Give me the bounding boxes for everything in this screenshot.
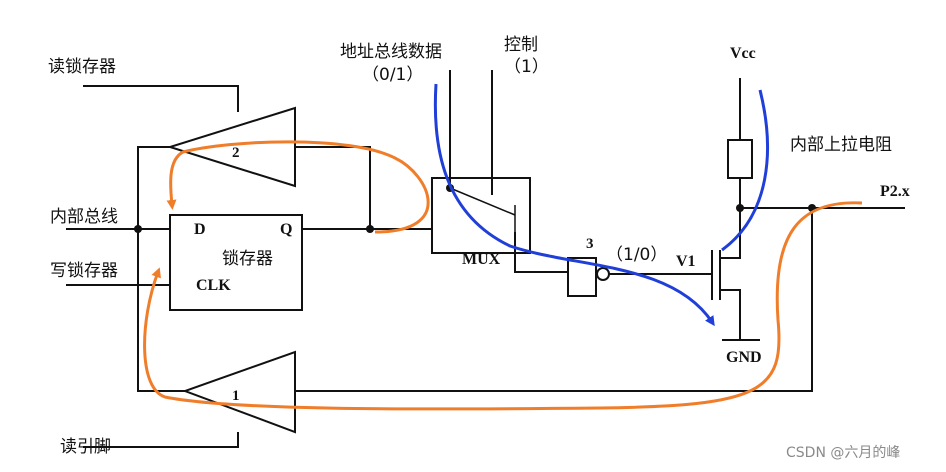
addr-data-bus-label: 地址总线数据: [340, 42, 442, 62]
buffer-1-triangle: [182, 350, 296, 434]
pin-label: P2.x: [880, 183, 910, 200]
latch-box: [169, 214, 303, 311]
mux-box: [431, 177, 531, 254]
gate-3-label: 3: [586, 236, 594, 252]
watermark: CSDN @六月的峰: [786, 445, 900, 461]
write-path-arrow: [433, 83, 715, 327]
labels: 读锁存器 内部总线 写锁存器 读引脚 D Q 锁存器 CLK 2 1 地址总线数…: [48, 35, 910, 461]
circuit-wires: [66, 70, 905, 448]
latch-d-label: D: [194, 221, 206, 238]
latch-clk-label: CLK: [196, 277, 231, 294]
read-latch-path: [166, 140, 430, 234]
control-label: 控制: [504, 35, 538, 55]
addr-data-value: （0/1）: [362, 65, 423, 85]
mux-label: MUX: [462, 251, 501, 268]
internal-bus-label: 内部总线: [50, 207, 118, 227]
buffer-1-label: 1: [232, 388, 240, 404]
pullup-resistor: [727, 139, 753, 179]
read-pin-label: 读引脚: [60, 437, 111, 457]
pullup-label: 内部上拉电阻: [790, 135, 892, 155]
gnd-label: GND: [726, 349, 762, 366]
latch-q-label: Q: [280, 221, 292, 238]
gate-3-value: （1/0）: [606, 245, 667, 265]
latch-label: 锁存器: [222, 249, 273, 269]
control-value: （1）: [504, 57, 549, 77]
v1-label: V1: [676, 253, 696, 270]
read-pin-path: [143, 201, 863, 411]
write-latch-label: 写锁存器: [50, 261, 118, 281]
read-latch-label: 读锁存器: [48, 57, 116, 77]
vcc-path-arrow: [721, 89, 769, 252]
gate-3-box: [567, 257, 597, 297]
vcc-label: Vcc: [730, 45, 756, 62]
buffer-2-label: 2: [232, 145, 240, 161]
